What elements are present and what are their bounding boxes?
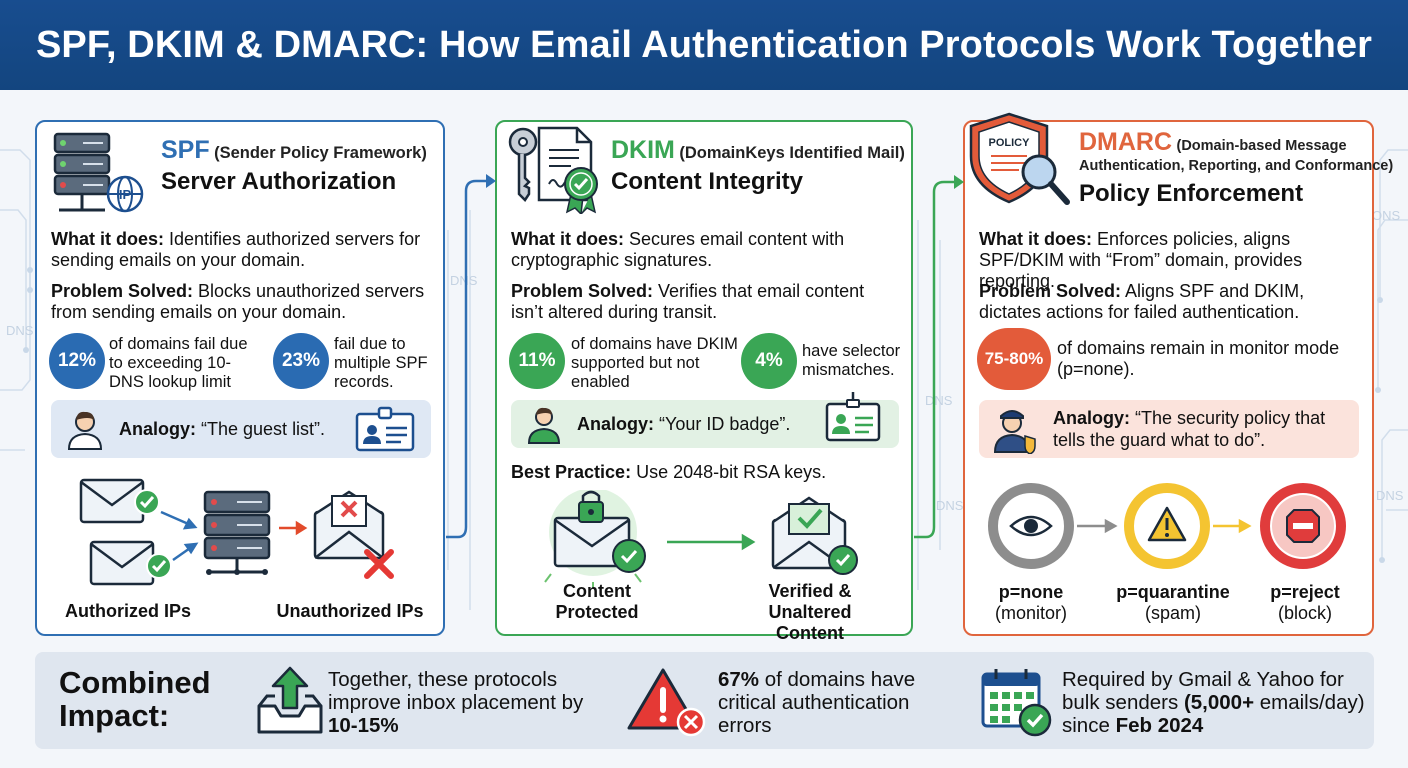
rejected-envelope-icon	[313, 490, 394, 579]
page-title: SPF, DKIM & DMARC: How Email Authenticat…	[35, 23, 1373, 66]
dkim-analogy-text: Analogy: “Your ID badge”.	[577, 414, 791, 434]
envelope-check-icon	[79, 478, 160, 524]
spf-what-it-does: What it does: Identifies authorized serv…	[51, 229, 421, 270]
dmarc-full-name-line2: Authentication, Reporting, and Conforman…	[1079, 158, 1394, 174]
spf-flow-illustration	[79, 478, 394, 586]
combined-impact-bar: Combined Impact: Together, these protoco…	[35, 652, 1374, 749]
bg-dns-label: DNS	[1376, 488, 1404, 503]
dmarc-policy-flow	[988, 483, 1346, 569]
bg-dns-label: DNS	[936, 498, 964, 513]
spf-stat-badge: 12%	[49, 333, 105, 389]
policy-label: POLICY	[989, 137, 1031, 149]
dkim-what-it-does: What it does: Secures email content with…	[511, 229, 845, 270]
verified-content-caption: Verified & Unaltered Content	[768, 581, 852, 643]
stop-icon	[1260, 483, 1346, 569]
envelope-check-icon	[89, 540, 172, 586]
flow-arrow-spf-to-dkim	[446, 174, 496, 539]
ip-label: IP	[119, 187, 132, 202]
dkim-acronym: DKIM	[611, 136, 675, 164]
dmarc-analogy-text: Analogy: “The security policy that tells…	[1053, 408, 1326, 450]
dmarc-subtitle: Policy Enforcement	[1079, 180, 1304, 207]
bg-dns-label: DNS	[6, 323, 34, 338]
dmarc-stat-text: of domains remain in monitor mode (p=non…	[1057, 338, 1340, 379]
policy-quarantine-desc: (spam)	[1144, 603, 1201, 623]
spf-stat-text: of domains fail due to exceeding 10-DNS …	[109, 335, 248, 391]
bg-dns-label: DNS	[925, 393, 953, 408]
dmarc-panel: POLICY DMARC (Domain-based Message Authe…	[963, 112, 1393, 636]
inbox-upload-icon	[257, 666, 323, 734]
spf-subtitle: Server Authorization	[161, 168, 397, 195]
bg-dns-label: ONS	[1372, 208, 1401, 223]
policy-shield-magnifier-icon: POLICY	[969, 112, 1070, 205]
spf-analogy-text: Analogy: “The guest list”.	[119, 419, 326, 439]
spf-stat-badge: 23%	[273, 333, 329, 389]
spf-stat-text: fail due to multiple SPF records.	[334, 335, 428, 391]
circuit-background: DNS DNS DNS DNS DNS ONS	[0, 149, 1408, 610]
spf-panel: IP SPF (Sender Policy Framework) Server …	[35, 120, 445, 636]
spf-full-name: (Sender Policy Framework)	[214, 144, 427, 162]
dkim-stat-text: of domains have DKIM supported but not e…	[571, 335, 738, 391]
dkim-analogy-box: Analogy: “Your ID badge”.	[511, 392, 899, 448]
flow-arrow-dkim-to-dmarc	[914, 175, 964, 539]
dkim-panel: DKIM (DomainKeys Identified Mail) Conten…	[495, 120, 913, 643]
unauthorized-ips-caption: Unauthorized IPs	[276, 601, 424, 621]
error-warning-icon	[627, 668, 706, 737]
content-protected-caption: Content Protected	[555, 581, 639, 622]
spf-title: SPF (Sender Policy Framework)	[161, 136, 427, 165]
dkim-best-practice: Best Practice: Use 2048-bit RSA keys.	[511, 462, 827, 482]
dkim-subtitle: Content Integrity	[611, 168, 803, 195]
guest-list-card-icon	[355, 406, 415, 452]
policy-quarantine-label: p=quarantine	[1116, 582, 1230, 602]
security-guard-icon	[993, 410, 1036, 454]
verified-envelope-icon	[771, 496, 858, 575]
policy-reject-desc: (block)	[1277, 603, 1332, 623]
dkim-stat-badge: 11%	[509, 333, 565, 389]
authorized-ips-caption: Authorized IPs	[64, 601, 191, 621]
dkim-title: DKIM (DomainKeys Identified Mail)	[611, 136, 905, 165]
spf-analogy-box: Analogy: “The guest list”.	[51, 400, 431, 458]
dmarc-analogy-box: Analogy: “The security policy that tells…	[979, 400, 1359, 458]
auth-errors-text: 67% of domains have critical authenticat…	[718, 668, 916, 737]
locked-envelope-icon	[553, 490, 646, 573]
person-icon	[67, 411, 103, 450]
dkim-stat-text: have selector mismatches.	[802, 342, 901, 379]
dmarc-what-it-does: What it does: Enforces policies, aligns …	[979, 229, 1303, 291]
dmarc-full-name-line1: (Domain-based Message	[1176, 138, 1347, 154]
key-document-badge-icon	[508, 126, 598, 214]
policy-none-desc: (monitor)	[994, 603, 1067, 623]
server-rack-globe-icon: IP	[53, 132, 144, 213]
warning-icon	[1124, 483, 1210, 569]
spf-problem-solved: Problem Solved: Blocks unauthorized serv…	[51, 281, 425, 322]
dmarc-title: DMARC (Domain-based Message	[1079, 128, 1347, 157]
dkim-problem-solved: Problem Solved: Verifies that email cont…	[511, 281, 865, 322]
combined-impact-title: Combined Impact:	[59, 665, 211, 733]
eye-icon	[988, 483, 1074, 569]
dkim-full-name: (DomainKeys Identified Mail)	[679, 144, 905, 162]
server-icon	[203, 490, 271, 575]
person-icon	[527, 407, 561, 444]
dkim-flow-illustration	[544, 490, 858, 589]
bg-dns-label: DNS	[450, 273, 478, 288]
gmail-yahoo-requirement-text: Required by Gmail & Yahoo for bulk sende…	[1062, 668, 1365, 737]
id-badge-icon	[825, 392, 881, 442]
policy-none-label: p=none	[998, 582, 1064, 602]
calendar-check-icon	[981, 669, 1052, 737]
policy-reject-label: p=reject	[1270, 582, 1340, 602]
dkim-stat-badge: 4%	[741, 333, 797, 389]
spf-acronym: SPF	[161, 136, 210, 164]
dmarc-problem-solved: Problem Solved: Aligns SPF and DKIM, dic…	[979, 281, 1305, 322]
dmarc-acronym: DMARC	[1079, 128, 1173, 156]
dmarc-stat-badge: 75-80%	[977, 328, 1051, 390]
header-banner: SPF, DKIM & DMARC: How Email Authenticat…	[0, 0, 1408, 90]
inbox-placement-text: Together, these protocols improve inbox …	[328, 668, 584, 737]
